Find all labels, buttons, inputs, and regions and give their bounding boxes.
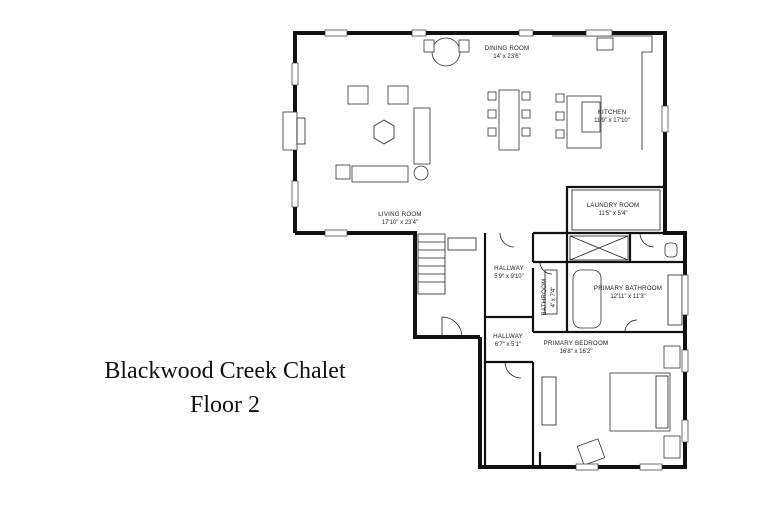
bathroom-fixtures [544,235,683,329]
staircase [417,233,477,295]
kitchen-dims: 11'9" x 17'10" [594,118,630,124]
primary-bedroom-name: PRIMARY BEDROOM [544,340,609,347]
bedroom-furniture [541,345,681,466]
kitchen-name: KITCHEN [598,109,627,116]
doors [441,232,655,379]
living-room-name: LIVING ROOM [378,211,421,218]
hallway-1-name: HALLWAY [494,265,524,272]
interior-walls [483,185,685,467]
bathroom-name: BATHROOM [541,279,548,316]
living-room-dims: 17'10" x 23'4" [382,220,418,226]
room-labels: DINING ROOM 14' x 23'6" KITCHEN 11'9" x … [378,45,662,355]
primary-bedroom-dims: 16'8" x 16'2" [560,349,593,355]
dining-room-name: DINING ROOM [485,45,530,52]
primary-bathroom-name: PRIMARY BATHROOM [594,285,662,292]
laundry-fixtures [571,189,661,231]
hallway-2-dims: 6'7" x 5'1" [495,342,521,348]
windows [291,29,689,471]
kitchen-fixtures [552,35,653,150]
floor-label: Floor 2 [189,392,260,418]
living-furniture [335,85,431,183]
dining-room-dims: 14' x 23'6" [493,54,520,60]
laundry-room-name: LAUNDRY ROOM [587,202,640,209]
laundry-room-dims: 11'5" x 5'4" [598,211,627,217]
plan-title: Blackwood Creek Chalet [104,358,346,384]
hallway-2-name: HALLWAY [493,333,523,340]
hallway-1-dims: 5'9" x 9'10" [494,274,524,280]
fireplace [282,111,306,151]
primary-bathroom-dims: 12'11" x 11'3" [610,294,645,300]
dining-furniture [423,37,531,151]
bathroom-dims: 4' x 7'4" [551,287,557,308]
